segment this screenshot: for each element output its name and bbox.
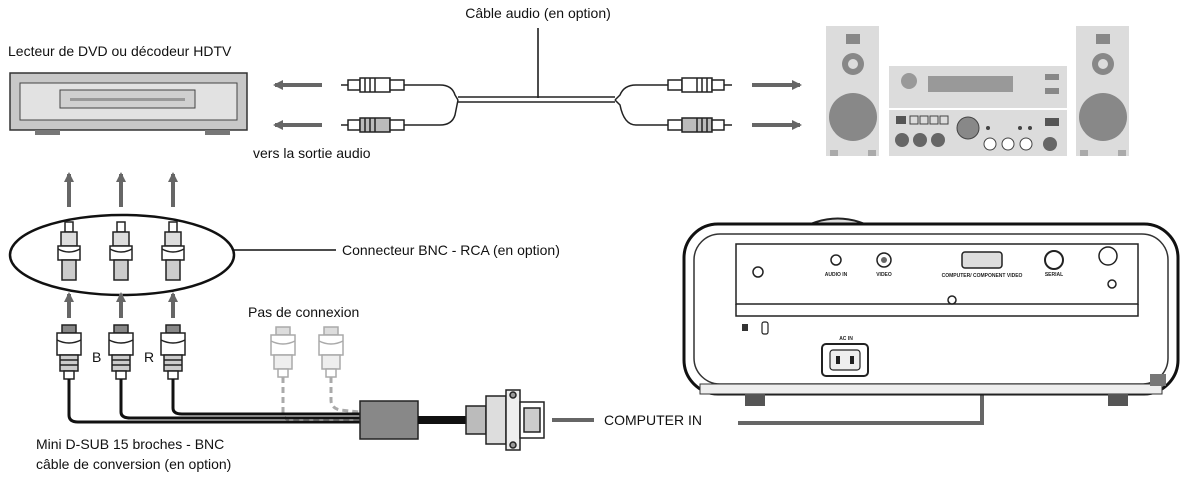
- unused-bnc-connectors: [270, 326, 344, 378]
- stereo-amplifier-icon: [889, 110, 1067, 156]
- bnc-rca-label: Connecteur BNC - RCA (en option): [342, 242, 560, 258]
- ac-in-socket-inner: [829, 349, 861, 371]
- audio-cable-label: Câble audio (en option): [465, 5, 611, 21]
- projector-screw-icon: [947, 295, 957, 305]
- security-slot-icon: [761, 321, 769, 335]
- bnc-rca-adapters: [57, 221, 185, 281]
- projector-screw-icon: [752, 266, 764, 278]
- bnc-connectors: [56, 324, 186, 380]
- conversion-cable-label-line1: Mini D-SUB 15 broches - BNC: [36, 436, 224, 452]
- projector-screw-icon: [1107, 279, 1117, 289]
- cable-splitter-box: [359, 400, 419, 440]
- audio-output-label: vers la sortie audio: [253, 145, 371, 161]
- stereo-tuner-icon: [889, 66, 1067, 108]
- dsub-15-connector: [465, 389, 545, 451]
- speaker-right-icon: [1076, 26, 1129, 156]
- audio-in-port-label: AUDIO IN: [825, 272, 848, 278]
- video-port-label: VIDEO: [876, 272, 892, 278]
- ac-in-port-label: AC IN: [839, 336, 853, 342]
- lock-icon: [742, 324, 748, 331]
- pin-r-label: R: [144, 349, 154, 365]
- audio-cable: [341, 77, 732, 133]
- no-connection-label: Pas de connexion: [248, 304, 359, 320]
- speaker-left-icon: [826, 26, 879, 156]
- video-jack-center: [881, 257, 887, 263]
- unused-cable-2: [329, 377, 361, 414]
- audio-in-jack: [830, 254, 842, 266]
- conversion-cable-label-line2: câble de conversion (en option): [36, 456, 231, 472]
- dvd-player-label: Lecteur de DVD ou décodeur HDTV: [8, 43, 232, 59]
- projector-sensor-icon: [1098, 246, 1118, 266]
- pin-b-label: B: [92, 349, 101, 365]
- computer-component-port-label: COMPUTER/ COMPONENT VIDEO: [942, 273, 1023, 279]
- projector-icon: [682, 217, 1180, 406]
- ac-in-pin: [850, 356, 854, 364]
- computer-in-port: [961, 251, 1003, 269]
- dvd-player-icon: [9, 72, 248, 135]
- computer-in-label: COMPUTER IN: [604, 412, 702, 428]
- s-video-jack: [1044, 250, 1064, 270]
- conversion-cable-wires: [67, 379, 360, 424]
- ac-in-pin: [836, 356, 840, 364]
- serial-port-label: SERIAL: [1045, 272, 1063, 278]
